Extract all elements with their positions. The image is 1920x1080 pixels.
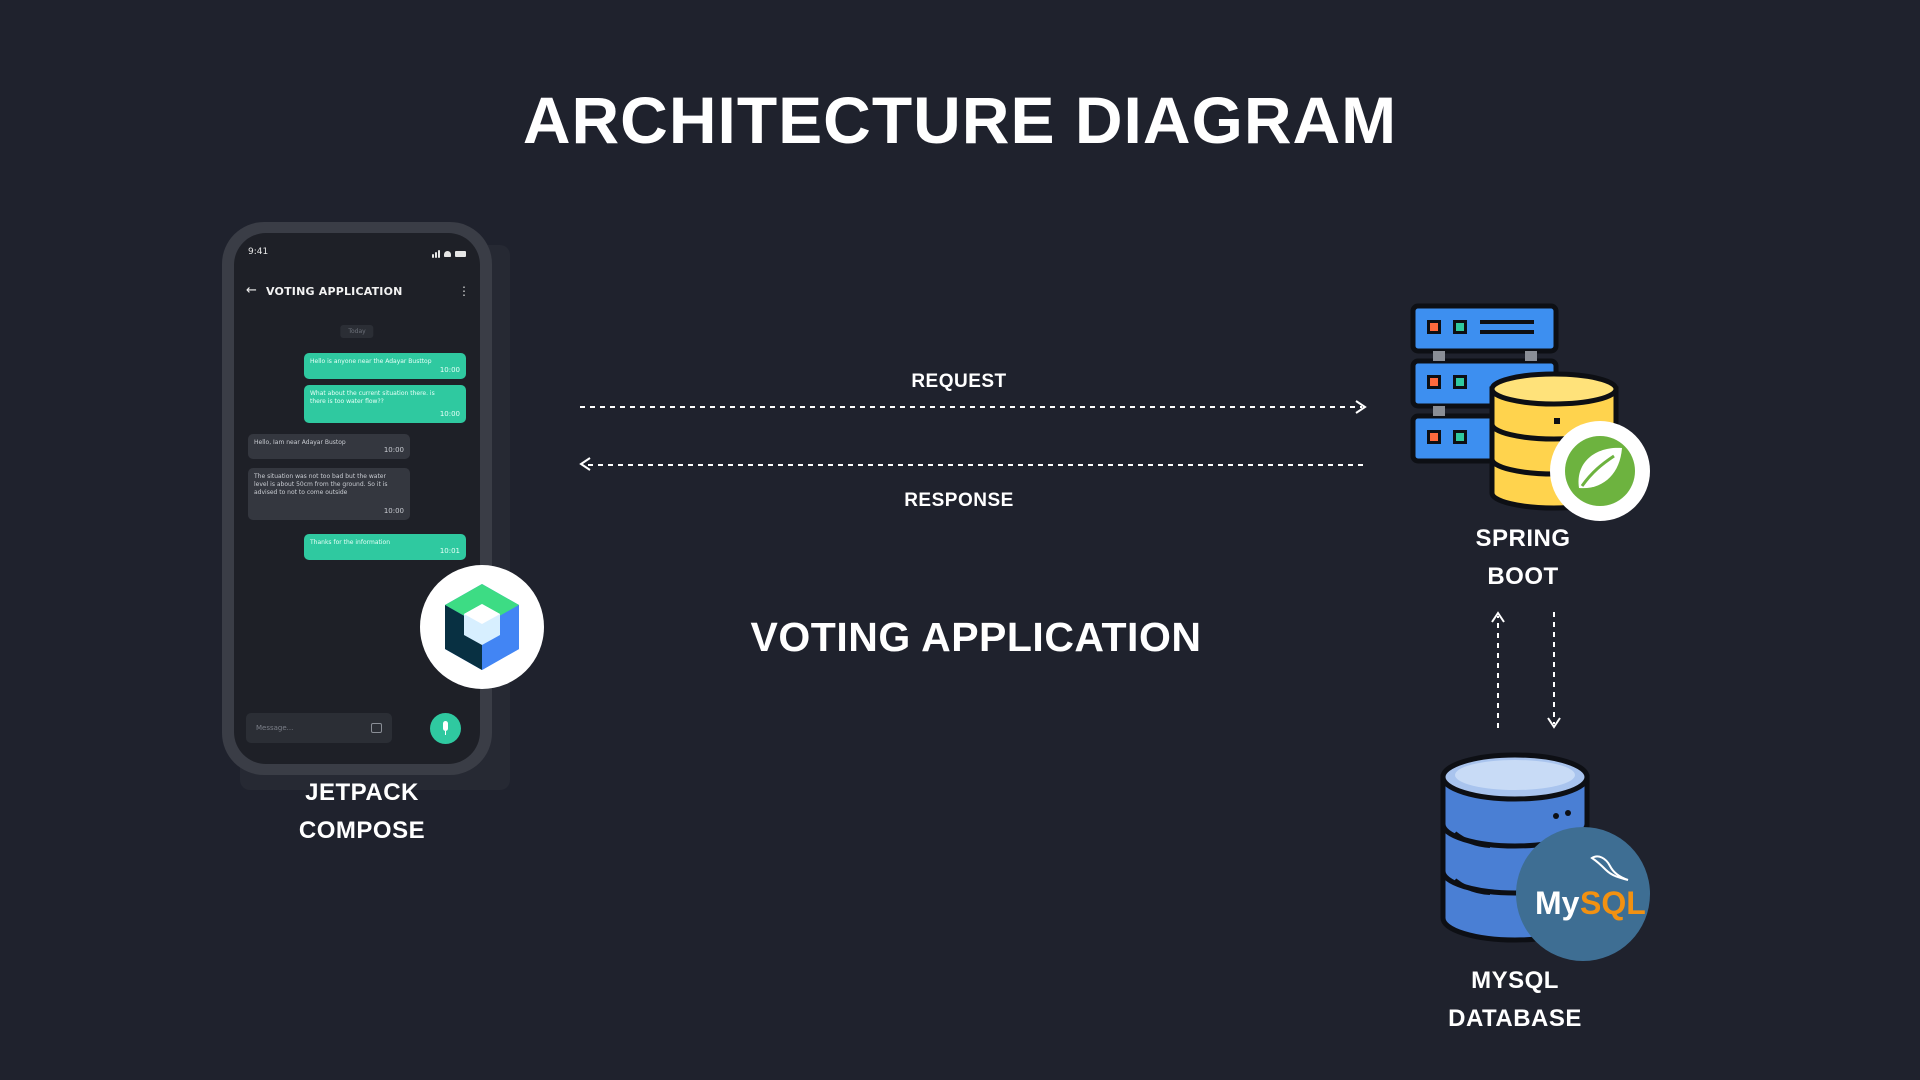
message-bubble: What about the current situation there. …	[304, 385, 466, 423]
server-label-line1: SPRING	[1475, 525, 1571, 552]
message-text: Hello, Iam near Adayar Bustop	[254, 439, 346, 446]
more-options-icon[interactable]: ⋮	[458, 284, 470, 298]
status-bar: 9:41	[248, 247, 466, 261]
message-time: 10:00	[439, 366, 460, 374]
client-label-line2: COMPOSE	[298, 817, 426, 844]
client-label: JETPACK COMPOSE	[262, 774, 462, 850]
message-time: 10:00	[383, 446, 404, 454]
message-bubble: Thanks for the information 10:01	[304, 534, 466, 560]
message-time: 10:01	[439, 547, 460, 555]
voting-application-label: VOTING APPLICATION	[750, 614, 1202, 660]
image-attach-icon[interactable]	[371, 723, 382, 733]
diagram-title: ARCHITECTURE DIAGRAM	[522, 83, 1398, 157]
request-label: REQUEST	[911, 371, 1007, 392]
server-label-line2: BOOT	[1487, 563, 1559, 590]
response-label: RESPONSE	[904, 490, 1014, 511]
message-input[interactable]: Message...	[246, 713, 392, 743]
message-text: Hello is anyone near the Adayar Busttop	[310, 358, 432, 365]
server-label: SPRING BOOT	[1423, 520, 1623, 596]
mic-button[interactable]	[430, 713, 461, 744]
mysql-logo-sql: SQL	[1580, 885, 1646, 921]
day-chip: Today	[340, 325, 374, 338]
client-label-line1: JETPACK	[305, 779, 419, 806]
response-arrow	[579, 457, 1368, 471]
message-bubble: Hello, Iam near Adayar Bustop 10:00	[248, 434, 410, 459]
message-placeholder: Message...	[256, 724, 294, 732]
mysql-logo-my: My	[1535, 885, 1580, 921]
app-title: VOTING APPLICATION	[266, 285, 403, 298]
message-text: The situation was not too bad but the wa…	[254, 473, 388, 496]
message-text: What about the current situation there. …	[310, 390, 435, 405]
app-bar: ← VOTING APPLICATION ⋮	[246, 283, 470, 301]
back-arrow-icon[interactable]: ←	[246, 283, 257, 298]
database-label-line1: MYSQL	[1471, 967, 1559, 994]
server-to-db-arrow	[1547, 612, 1561, 729]
message-bubble: The situation was not too bad but the wa…	[248, 468, 410, 520]
db-to-server-arrow	[1491, 611, 1505, 728]
request-arrow	[580, 400, 1367, 414]
status-time: 9:41	[248, 247, 269, 257]
microphone-icon	[443, 721, 448, 731]
message-time: 10:00	[383, 507, 404, 515]
message-time: 10:00	[439, 410, 460, 418]
signal-wifi-battery-icon	[432, 250, 466, 258]
database-label-line2: DATABASE	[1448, 1005, 1582, 1032]
database-label: MYSQL DATABASE	[1415, 962, 1615, 1038]
message-bubble: Hello is anyone near the Adayar Busttop …	[304, 353, 466, 379]
mysql-logo: My SQL	[1516, 827, 1650, 961]
message-text: Thanks for the information	[310, 539, 390, 546]
spring-boot-logo	[1550, 421, 1650, 521]
